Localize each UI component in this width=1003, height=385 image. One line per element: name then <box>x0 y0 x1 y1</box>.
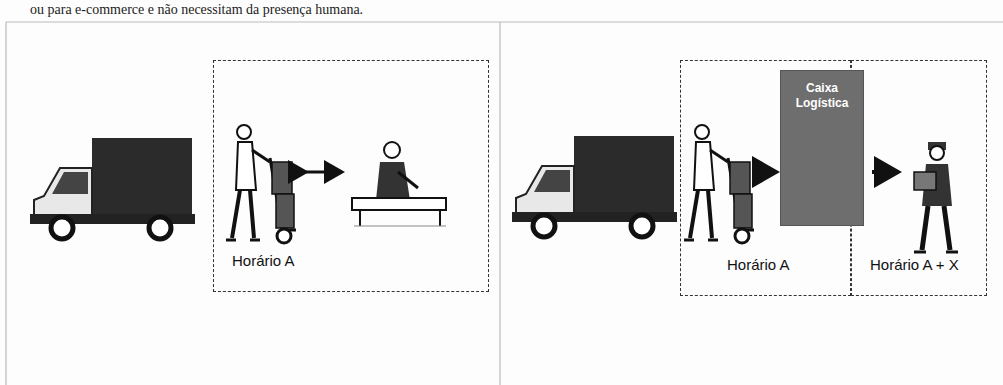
node-text: Horário A + X <box>852 256 986 295</box>
panel-frame <box>6 22 1003 385</box>
node-text: Caixa Logística <box>792 71 852 111</box>
cropped-caption-text: ou para e-commerce e não necessitam da p… <box>30 2 363 18</box>
truck <box>30 138 195 239</box>
arrow <box>756 170 776 174</box>
truck <box>512 136 677 237</box>
person-with-parcel <box>914 142 958 252</box>
arrow <box>872 170 898 174</box>
worker-hand-truck <box>226 125 296 243</box>
clerk-at-desk <box>352 142 446 226</box>
node-text: Horário A <box>681 256 850 295</box>
time-window-box: Horário A <box>213 60 489 292</box>
logistics-box: Caixa Logística <box>780 70 864 226</box>
worker-hand-truck <box>684 125 754 243</box>
node-text: Horário A <box>214 252 488 291</box>
time-window-box: Horário A + X <box>851 60 987 296</box>
double-arrow <box>306 172 342 173</box>
